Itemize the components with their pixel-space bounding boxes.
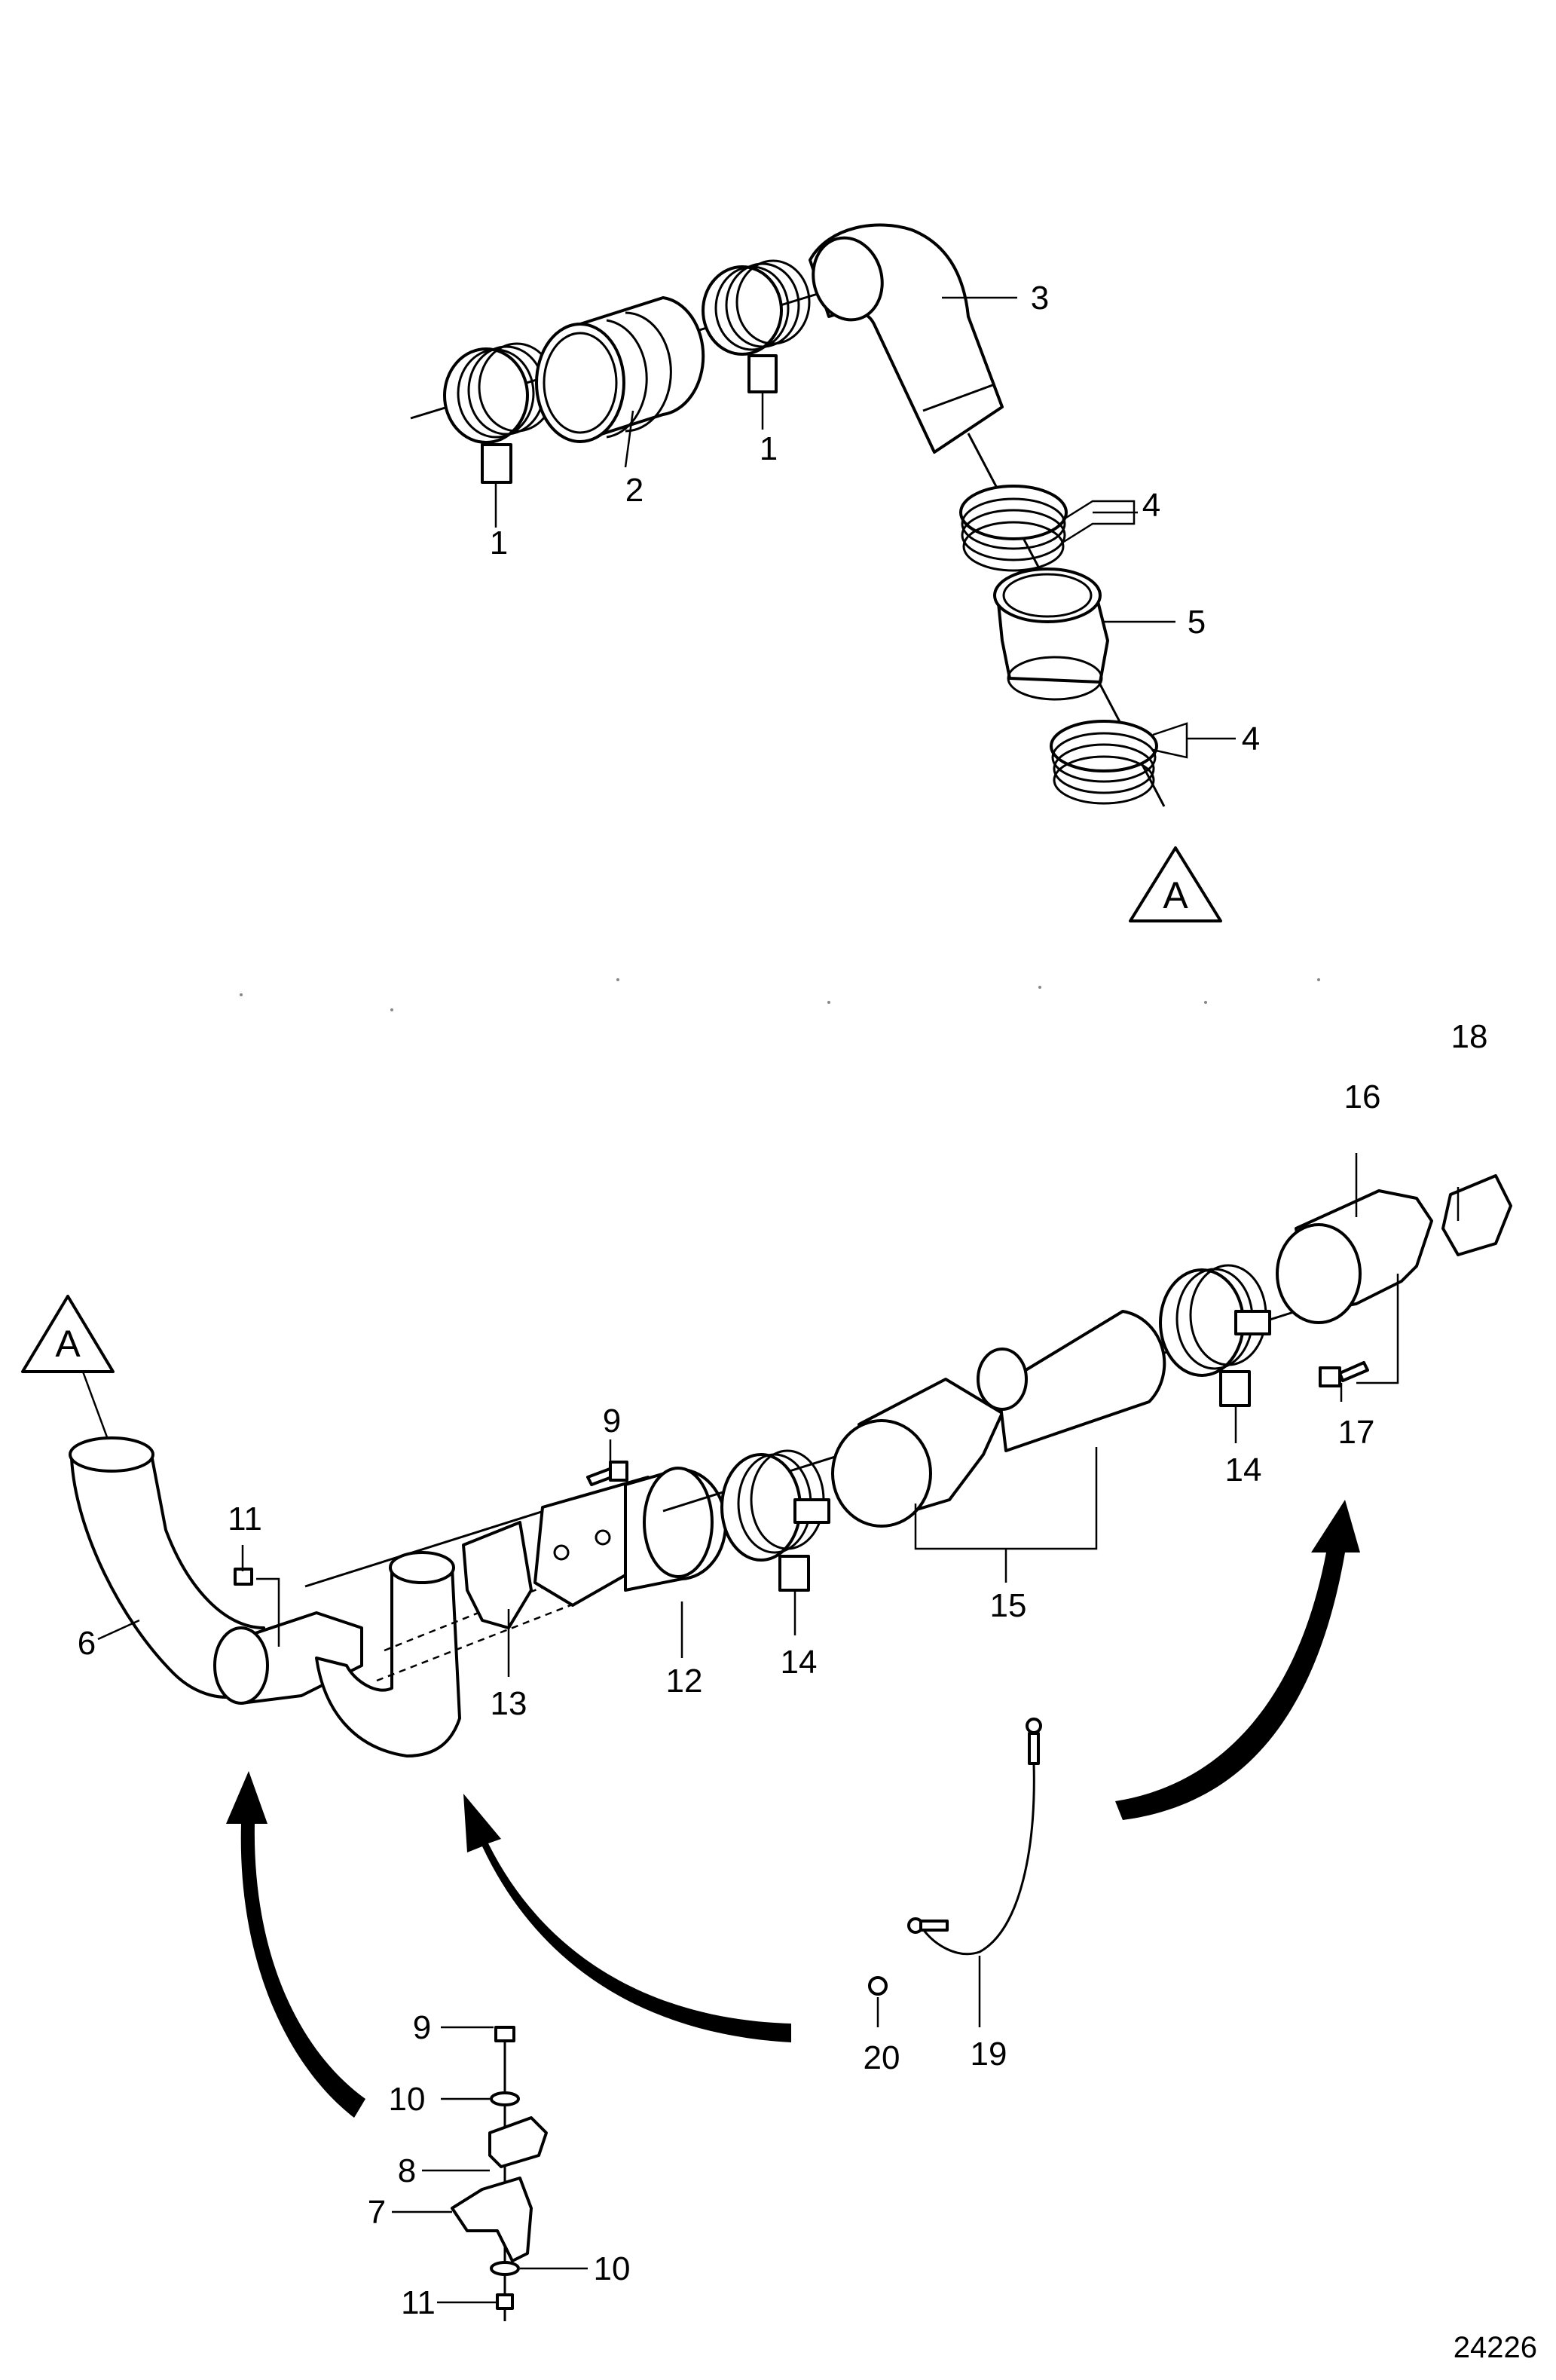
- callout-2: 2: [625, 472, 643, 509]
- washer-10-upper: [490, 2091, 520, 2106]
- callout-14: 14: [781, 1644, 818, 1681]
- adapter-flange-12: [533, 1467, 727, 1607]
- callout-11: 11: [228, 1501, 262, 1537]
- figure-number: 24226: [1454, 2331, 1537, 2364]
- rubber-hose-connector: [993, 567, 1109, 701]
- hose-clamp-right: [702, 259, 811, 393]
- callout-12: 12: [666, 1663, 703, 1699]
- gasket-18: [1441, 1174, 1512, 1256]
- washer-20: [868, 1976, 888, 1996]
- reference-mark-a-upper: A: [1129, 846, 1222, 922]
- callout-19: 19: [971, 2036, 1007, 2073]
- washer-10-lower: [490, 2261, 520, 2276]
- callout-18: 18: [1451, 1018, 1488, 1055]
- ground-cable-19: [907, 1718, 1042, 1956]
- svg-text:A: A: [55, 1323, 81, 1365]
- background-speckles: [240, 978, 1320, 1011]
- arrow-to-flange: [463, 1794, 791, 2042]
- bolt-9-lower: [494, 2026, 515, 2042]
- callout-9: 9: [413, 2009, 431, 2046]
- bolt-17: [1319, 1361, 1369, 1387]
- arrow-to-outlet: [1115, 1500, 1360, 1820]
- v-clamp-14-right: [1159, 1264, 1271, 1407]
- hose-clamp-left: [443, 342, 556, 484]
- callout-labels: 1 2 1 3 4 5 4 18 16 9 11 6 13 12 14 15 1…: [78, 280, 1537, 2364]
- callout-11: 11: [401, 2284, 436, 2321]
- v-clamp-14-left: [720, 1449, 830, 1592]
- bolt-9-upper: [586, 1461, 628, 1486]
- callout-3: 3: [1031, 280, 1049, 317]
- rubber-mount-8: [488, 2116, 548, 2168]
- callout-10: 10: [389, 2081, 426, 2118]
- flange-joint: [213, 1551, 461, 1757]
- exhaust-bend-pipe: [809, 223, 1004, 454]
- upper-assembly: A: [410, 223, 1236, 922]
- callout-5: 5: [1188, 604, 1206, 641]
- callout-4: 4: [1142, 487, 1160, 524]
- outlet-flange-16: [1276, 1189, 1433, 1324]
- nut-11-lower: [496, 2293, 514, 2310]
- callout-9: 9: [603, 1403, 621, 1439]
- svg-text:A: A: [1163, 874, 1188, 916]
- assembly-arrows: [226, 1500, 1360, 2118]
- lower-assembly: A: [21, 1153, 1512, 2321]
- exhaust-bend-pipe-lower: [69, 1436, 265, 1699]
- callout-1: 1: [490, 525, 508, 561]
- bracket-assembly: [451, 2026, 548, 2321]
- callout-8: 8: [398, 2152, 416, 2189]
- callout-10: 10: [594, 2250, 631, 2287]
- callout-1: 1: [760, 430, 778, 467]
- callout-15: 15: [990, 1587, 1027, 1624]
- reference-mark-a-lower: A: [21, 1295, 115, 1373]
- callout-13: 13: [491, 1685, 527, 1722]
- callout-20: 20: [864, 2039, 900, 2076]
- callout-16: 16: [1344, 1078, 1381, 1115]
- callout-17: 17: [1338, 1414, 1375, 1451]
- exhaust-pipe-15: [831, 1310, 1166, 1528]
- hose-clamp-4-lower: [1050, 720, 1158, 805]
- callout-6: 6: [78, 1625, 96, 1662]
- arrow-to-bracket: [226, 1771, 365, 2118]
- callout-14: 14: [1225, 1452, 1262, 1488]
- gasket-13: [462, 1521, 533, 1629]
- rubber-hose-upper: [535, 296, 705, 443]
- callout-7: 7: [368, 2194, 386, 2231]
- bracket-7: [451, 2177, 533, 2262]
- hose-clamp-4-upper: [959, 485, 1068, 572]
- callout-4: 4: [1242, 720, 1260, 757]
